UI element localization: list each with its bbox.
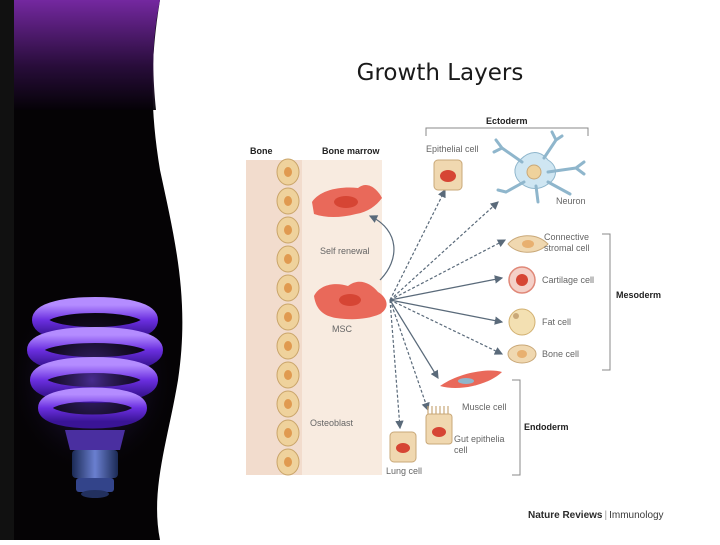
endoderm-bracket (512, 379, 521, 476)
arrow-to-muscle (389, 299, 439, 380)
gut-epithelial-cell (425, 406, 453, 445)
osteoblast-nucleus (284, 399, 292, 409)
osteoblast-nucleus (284, 196, 292, 206)
self-renewal-arrow (368, 215, 395, 281)
muscle-label: Muscle cell (462, 402, 507, 412)
neuron-label: Neuron (556, 196, 586, 206)
arrow-to-cartilage (389, 275, 504, 301)
mesoderm-bracket (602, 233, 611, 371)
arrow-to-bone-cell (389, 299, 504, 355)
lung-label: Lung cell (386, 466, 422, 476)
nucleus (334, 196, 358, 208)
differentiation-arrows (389, 188, 507, 430)
msc-label: MSC (332, 324, 353, 334)
muscle-nucleus (458, 378, 474, 384)
journal-footer: Nature Reviews|Immunology (528, 510, 664, 521)
bone-cell-nucleus (517, 350, 527, 358)
bone-header: Bone (250, 146, 273, 156)
cfl-bulb-icon (26, 297, 164, 498)
connective-nucleus (522, 240, 534, 248)
connective-label-line2: stromal cell (544, 243, 590, 253)
ectoderm-header: Ectoderm (486, 116, 528, 126)
osteoblast-nucleus (284, 225, 292, 235)
osteoblast-nucleus (284, 370, 292, 380)
epithelial-nucleus (440, 170, 456, 182)
bone-cell-label: Bone cell (542, 349, 579, 359)
cartilage-label: Cartilage cell (542, 275, 594, 285)
footer-separator: | (604, 510, 608, 521)
osteoblast-label: Osteoblast (310, 418, 354, 428)
osteoblast-column (276, 158, 300, 476)
osteoblast-nucleus (284, 283, 292, 293)
osteoblast-nucleus (284, 167, 292, 177)
fat-label: Fat cell (542, 317, 571, 327)
gut-label-line1: Gut epithelia (454, 434, 505, 444)
osteoblast-nucleus (284, 341, 292, 351)
mesoderm-header: Mesoderm (616, 290, 661, 300)
arrow-to-epithelial (389, 188, 446, 301)
osteoblast-nucleus (284, 428, 292, 438)
arrow-to-lung (389, 299, 404, 430)
epithelial-label: Epithelial cell (426, 144, 479, 154)
osteoblast-nucleus (284, 254, 292, 264)
osteoblast-nucleus (284, 312, 292, 322)
footer-journal: Immunology (609, 510, 664, 521)
self-renewal-label: Self renewal (320, 246, 370, 256)
stem-cell-differentiation-diagram: Bone Bone marrow Ectoderm Mesoderm Endod… (246, 116, 661, 476)
decorative-sidebar (0, 0, 200, 540)
arrow-to-connective (389, 239, 507, 301)
arrow-to-neuron (389, 201, 499, 301)
msc-nucleus (339, 294, 361, 306)
slide-title: Growth Layers (356, 60, 524, 86)
endoderm-header: Endoderm (524, 422, 569, 432)
bone-marrow-header: Bone marrow (322, 146, 381, 156)
neuron-cell (492, 130, 586, 204)
lung-nucleus (396, 443, 410, 453)
connective-label-line1: Connective (544, 232, 589, 242)
footer-brand: Nature Reviews (528, 510, 603, 521)
arrow-to-fat (389, 299, 504, 325)
glowing-lamp-graphic (0, 0, 183, 540)
ectoderm-bracket (425, 127, 589, 136)
cartilage-nucleus (516, 274, 528, 286)
fat-cell (508, 308, 536, 336)
purple-top-glow (0, 0, 160, 110)
left-edge-bar (0, 0, 14, 540)
arrow-to-gut (389, 299, 430, 412)
fat-nucleus (513, 313, 519, 319)
osteoblast-nucleus (284, 457, 292, 467)
gut-label-line2: cell (454, 445, 468, 455)
